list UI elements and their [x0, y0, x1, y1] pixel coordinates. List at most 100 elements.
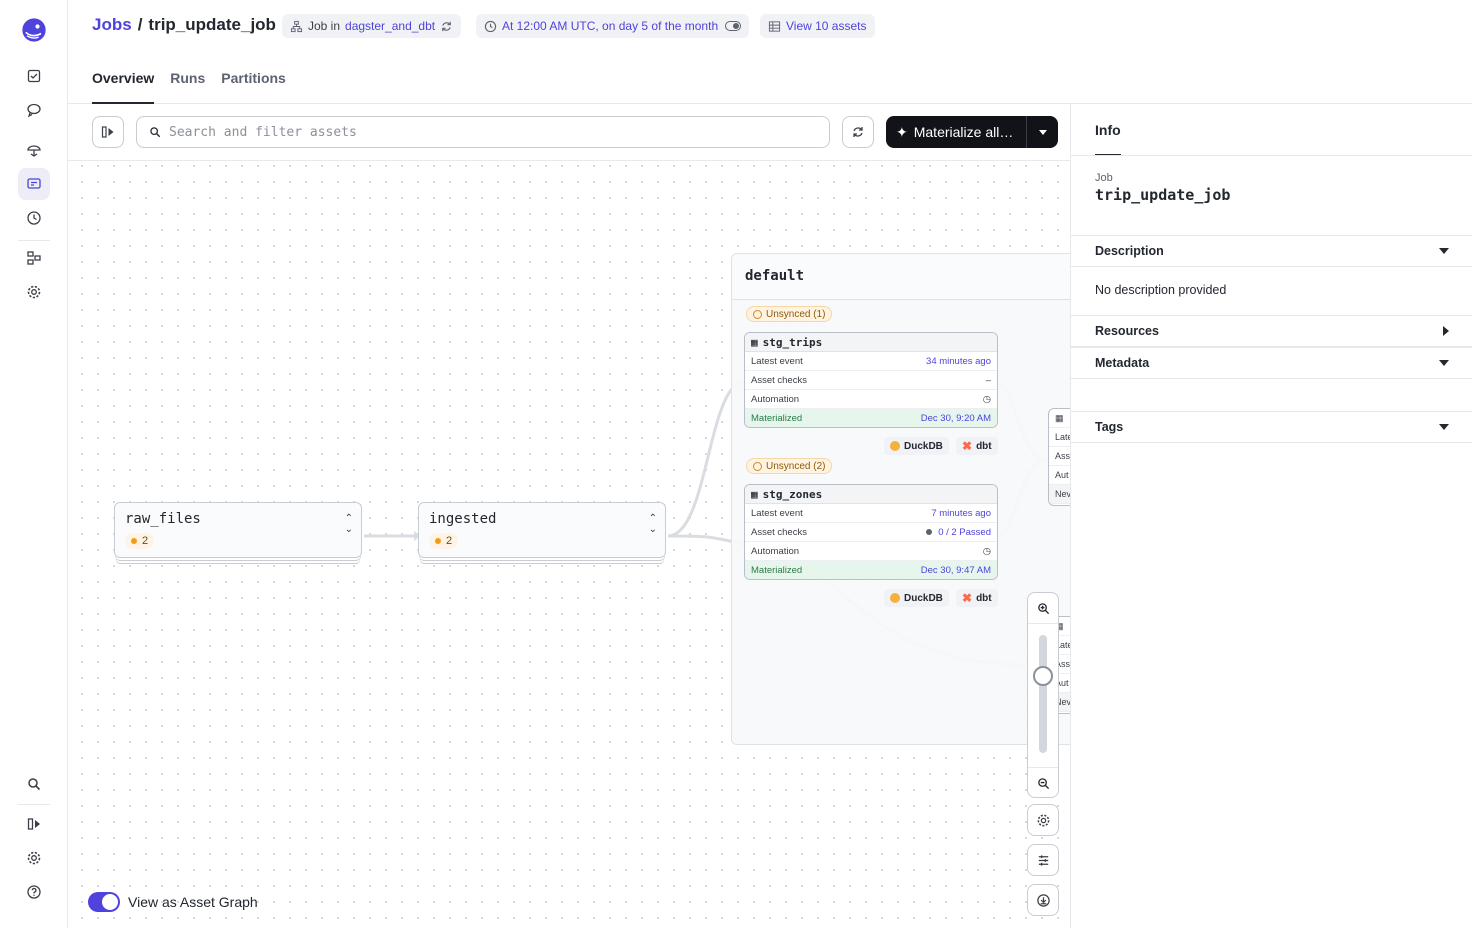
breadcrumb-separator: /	[137, 15, 143, 34]
toggle-label: View as Asset Graph	[128, 894, 258, 910]
zoom-in-button[interactable]	[1028, 593, 1058, 623]
caret-down-icon	[1038, 129, 1047, 135]
help-icon[interactable]	[18, 876, 50, 908]
unsynced-badge[interactable]: Unsynced (1)	[746, 306, 833, 322]
kind-tag-duckdb[interactable]: DuckDB	[884, 437, 949, 455]
table-icon: ▦	[1049, 617, 1070, 636]
materialized-value[interactable]: Dec 30, 9:47 AM	[920, 565, 991, 576]
kind-tag-dbt[interactable]: ✖dbt	[956, 589, 998, 607]
resources-section-header[interactable]: Resources	[1071, 315, 1472, 347]
tags-section-header[interactable]: Tags	[1071, 411, 1472, 443]
refresh-button[interactable]	[842, 116, 874, 148]
tab-info[interactable]: Info	[1095, 122, 1121, 156]
description-section-header[interactable]: Description	[1071, 235, 1472, 267]
schedule-toggle[interactable]	[725, 21, 742, 31]
asset-count-badge: 2	[429, 533, 459, 549]
unsynced-badge[interactable]: Unsynced (2)	[746, 458, 833, 474]
info-panel: Info Job trip_update_job Description No …	[1070, 104, 1472, 928]
asset-search-field[interactable]	[136, 116, 830, 148]
dagster-logo-icon[interactable]	[16, 12, 52, 48]
sparkle-icon: ✦	[896, 123, 908, 140]
materialized-label: Materialized	[751, 565, 803, 576]
caret-down-icon	[1439, 360, 1449, 366]
materialize-label: Materialize all…	[913, 124, 1014, 140]
asset-group-raw-files[interactable]: raw_files ⌃⌄ 2	[114, 502, 362, 558]
latest-event-value[interactable]: 7 minutes ago	[931, 507, 991, 519]
schedule-link[interactable]: At 12:00 AM UTC, on day 5 of the month	[502, 19, 719, 33]
automation-label: Automation	[751, 545, 800, 557]
schedules-icon[interactable]	[18, 202, 50, 234]
kind-tag-dbt[interactable]: ✖dbt	[956, 437, 998, 455]
asset-graph-canvas[interactable]: raw_files ⌃⌄ 2 ingested ⌃⌄ 2 default Uns…	[68, 104, 1070, 928]
schedule-tag[interactable]: At 12:00 AM UTC, on day 5 of the month	[476, 14, 750, 38]
runs-icon[interactable]	[18, 94, 50, 126]
materialized-value[interactable]: Dec 30, 9:20 AM	[920, 413, 991, 424]
asset-checks-value[interactable]: 0 / 2 Passed	[926, 527, 991, 538]
search-icon[interactable]	[18, 768, 50, 800]
asset-node-partial[interactable]: ▦ Late Ass Aut Nev	[1048, 408, 1070, 506]
zoom-controls	[1027, 592, 1059, 798]
graph-settings-button[interactable]	[1027, 804, 1059, 836]
download-graph-button[interactable]	[1027, 884, 1059, 916]
tab-runs[interactable]: Runs	[170, 70, 206, 86]
page-title: trip_update_job	[148, 15, 276, 34]
table-icon: ▦	[751, 335, 758, 349]
search-icon	[150, 127, 161, 138]
caret-down-icon	[1439, 424, 1449, 430]
schedule-clock-icon[interactable]: ◷	[982, 393, 991, 405]
schedule-clock-icon[interactable]: ◷	[982, 545, 991, 557]
asset-checks-label: Asset checks	[751, 526, 807, 538]
group-title: default	[732, 254, 1070, 300]
zoom-slider-handle[interactable]	[1033, 666, 1053, 686]
code-location-link[interactable]: dagster_and_dbt	[345, 19, 436, 33]
clock-icon	[484, 20, 497, 32]
collapse-nav-icon[interactable]	[18, 808, 50, 840]
breadcrumb-jobs-link[interactable]: Jobs	[92, 15, 132, 34]
deployment-settings-icon[interactable]	[18, 276, 50, 308]
assets-icon[interactable]	[18, 134, 50, 166]
duckdb-icon	[890, 441, 900, 451]
search-input[interactable]	[169, 124, 769, 140]
toggle-switch[interactable]	[88, 892, 120, 912]
kind-tag-duckdb[interactable]: DuckDB	[884, 589, 949, 607]
reload-icon[interactable]	[440, 20, 453, 33]
expand-chevron-icon[interactable]: ⌃⌄	[648, 513, 657, 535]
layout-options-button[interactable]	[1027, 844, 1059, 876]
tags-label: Tags	[1095, 420, 1124, 434]
settings-gear-icon[interactable]	[18, 842, 50, 874]
zoom-out-button[interactable]	[1028, 768, 1058, 798]
lineage-icon[interactable]	[18, 242, 50, 274]
latest-event-value[interactable]: 34 minutes ago	[926, 355, 991, 367]
job-name: trip_update_job	[1095, 186, 1231, 204]
partial-row: Ass	[1049, 447, 1070, 466]
toggle-sidebar-button[interactable]	[92, 116, 124, 148]
materialize-dropdown-button[interactable]	[1026, 116, 1058, 148]
code-location-icon	[290, 20, 303, 32]
view-as-asset-graph-toggle[interactable]: View as Asset Graph	[88, 892, 258, 912]
tab-overview[interactable]: Overview	[92, 70, 155, 104]
asset-count-badge: 2	[125, 533, 155, 549]
asset-group-ingested[interactable]: ingested ⌃⌄ 2	[418, 502, 666, 558]
job-label: Job	[1095, 172, 1113, 184]
zoom-slider-track[interactable]	[1039, 635, 1047, 753]
view-assets-link[interactable]: View 10 assets	[786, 19, 867, 33]
left-nav-rail	[0, 0, 68, 928]
group-name: ingested	[429, 511, 497, 527]
latest-event-label: Latest event	[751, 355, 803, 367]
overview-icon[interactable]	[18, 60, 50, 92]
expand-chevron-icon[interactable]: ⌃⌄	[344, 513, 353, 535]
sliders-icon	[1038, 854, 1048, 866]
view-assets-tag[interactable]: View 10 assets	[760, 14, 875, 38]
partial-row: Ass	[1049, 655, 1070, 674]
dbt-icon: ✖	[962, 439, 973, 453]
asset-name: stg_trips	[762, 335, 823, 349]
materialize-all-button[interactable]: ✦ Materialize all…	[886, 116, 1026, 148]
resources-label: Resources	[1095, 324, 1159, 338]
metadata-section-header[interactable]: Metadata	[1071, 347, 1472, 379]
metadata-label: Metadata	[1095, 356, 1150, 370]
jobs-icon[interactable]	[18, 168, 50, 200]
group-name: raw_files	[125, 511, 201, 527]
tab-partitions[interactable]: Partitions	[221, 70, 286, 86]
